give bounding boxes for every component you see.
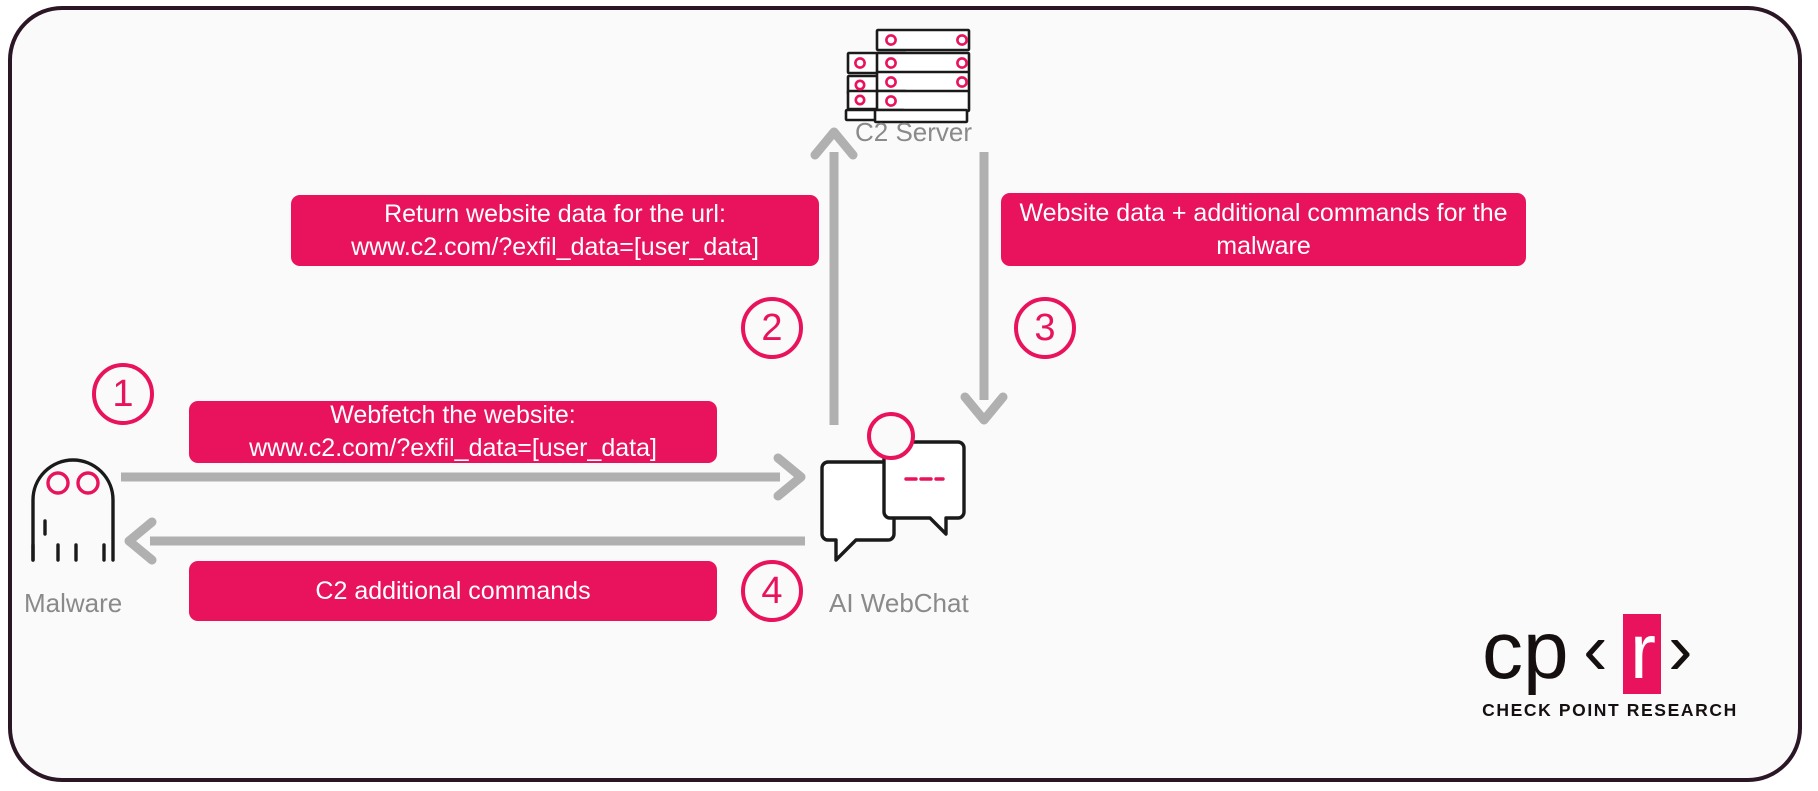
message-box-step3: Website data + additional commands for t… bbox=[1001, 193, 1526, 266]
step-marker-3: 3 bbox=[1014, 297, 1076, 359]
c2-server-label: C2 Server bbox=[855, 117, 973, 147]
step-marker-4: 4 bbox=[741, 560, 803, 622]
cpr-tagline: CHECK POINT RESEARCH bbox=[1482, 700, 1738, 720]
cpr-letters-cp: cp bbox=[1482, 612, 1569, 696]
cpr-wordmark-graphic: cp ‹ r › bbox=[1482, 605, 1693, 696]
cpr-letter-r: r bbox=[1630, 612, 1656, 695]
cpr-logo: cp ‹ r › CHECK POINT RESEARCH bbox=[1480, 605, 1740, 732]
cpr-wordmark: cp ‹ r › bbox=[1480, 605, 1740, 696]
diagram-card bbox=[8, 6, 1802, 782]
ai-webchat-label: AI WebChat bbox=[829, 588, 969, 618]
malware-label: Malware bbox=[24, 588, 123, 618]
message-box-step1: Webfetch the website: www.c2.com/?exfil_… bbox=[189, 401, 717, 463]
step-marker-2: 2 bbox=[741, 297, 803, 359]
cpr-bracket-left: ‹ bbox=[1583, 612, 1608, 690]
cpr-accent-block bbox=[1623, 614, 1661, 694]
step-marker-1: 1 bbox=[92, 363, 154, 425]
cpr-bracket-right: › bbox=[1668, 612, 1693, 690]
message-box-step4: C2 additional commands bbox=[189, 561, 717, 621]
message-box-step2: Return website data for the url: www.c2.… bbox=[291, 195, 819, 266]
